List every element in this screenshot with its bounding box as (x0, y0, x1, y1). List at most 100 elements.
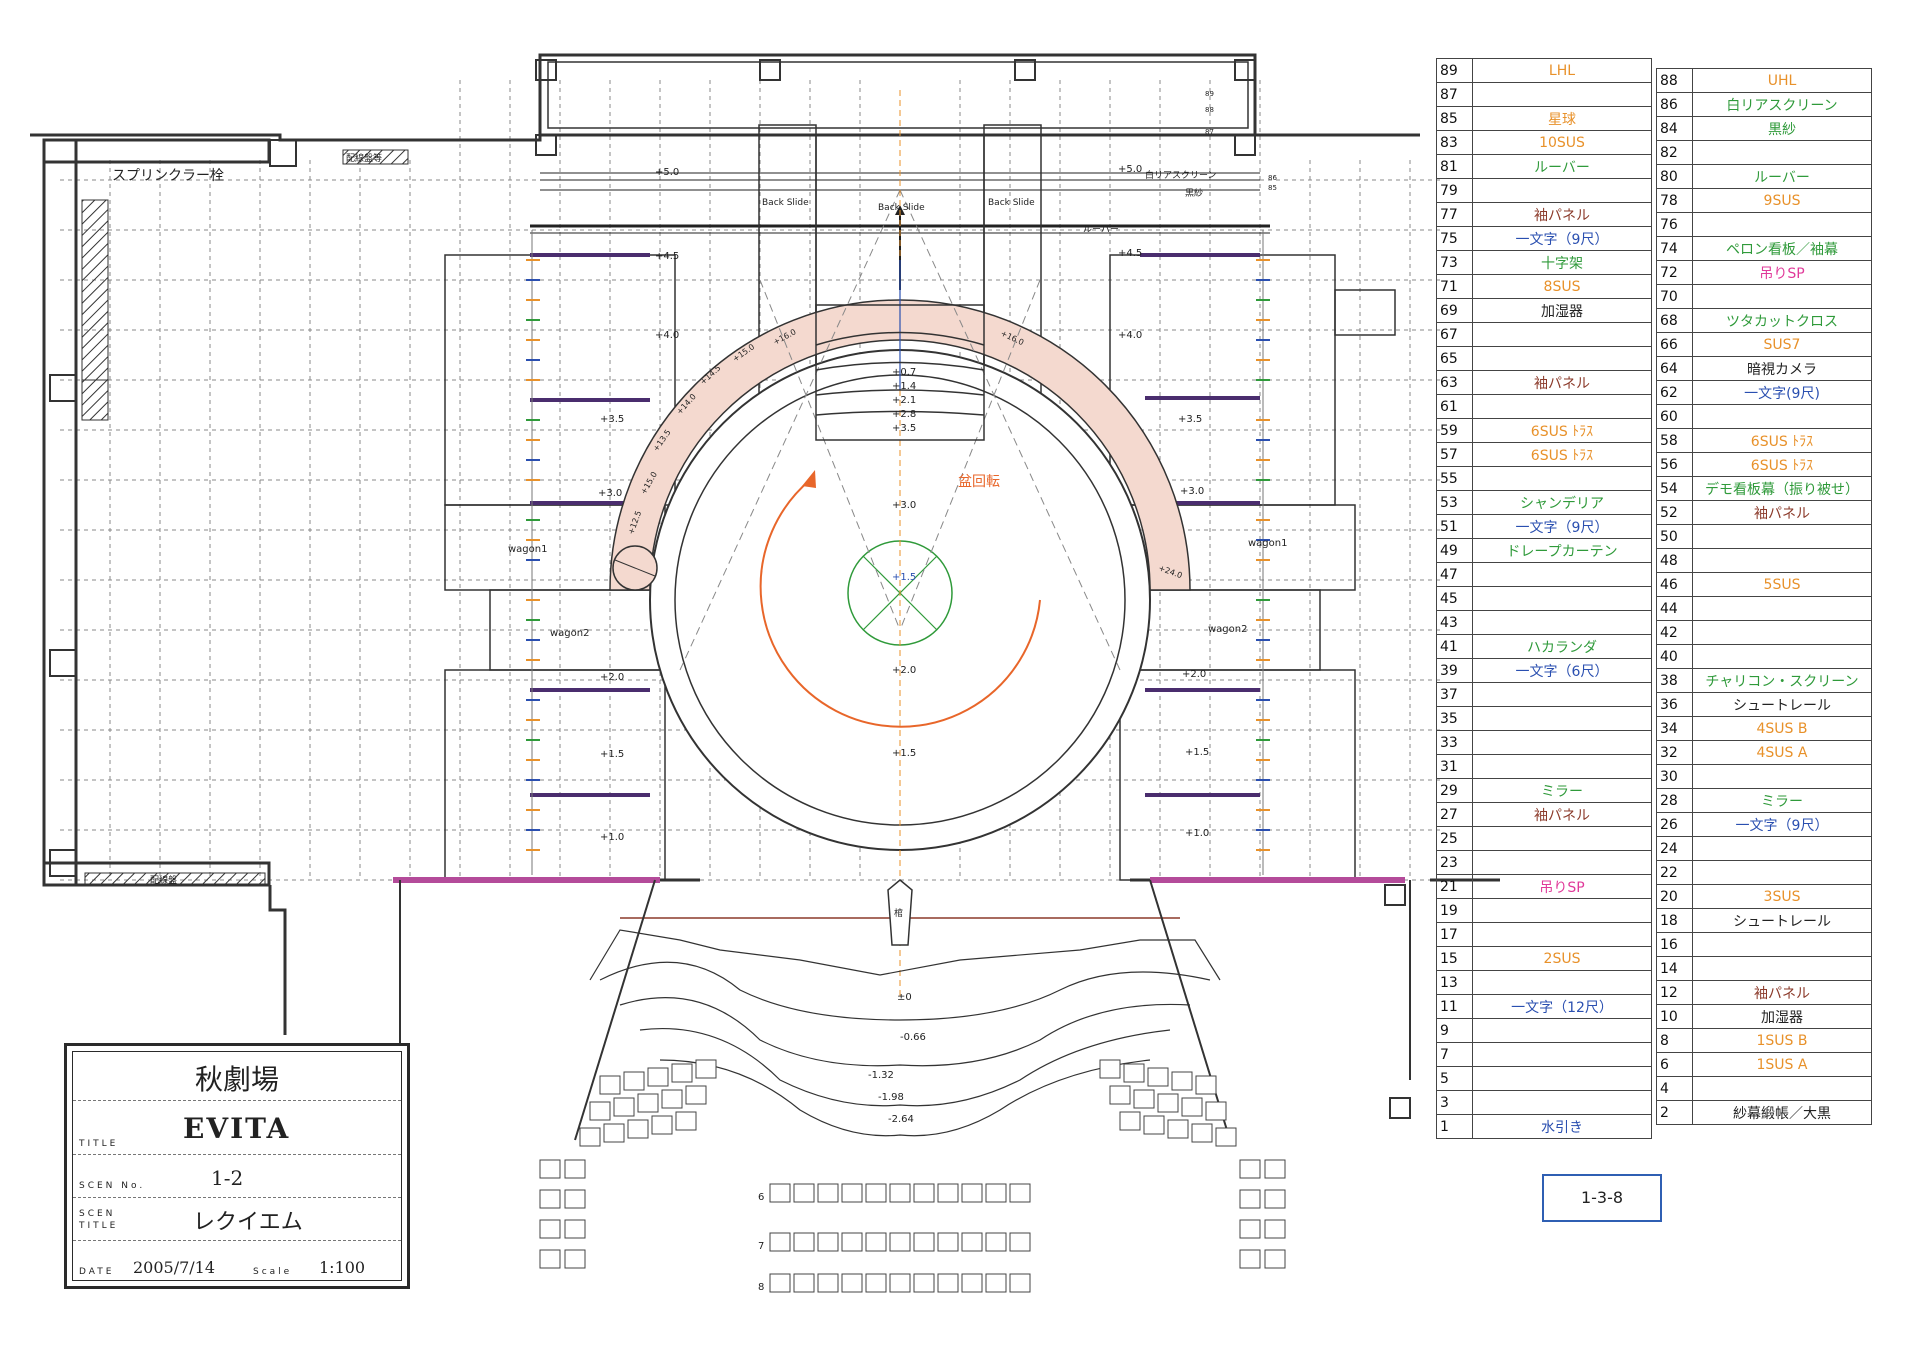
batten-label (1692, 764, 1872, 789)
batten-number: 29 (1436, 778, 1473, 803)
batten-row: 23 (1436, 850, 1652, 875)
batten-row: 31 (1436, 754, 1652, 779)
batten-row: 67 (1436, 322, 1652, 347)
zero-level: ±0 (897, 992, 912, 1003)
elev-left-35: +3.5 (600, 414, 624, 425)
batten-label: 白リアスクリーン (1692, 92, 1872, 117)
batten-number: 57 (1436, 442, 1473, 467)
batten-number: 81 (1436, 154, 1473, 179)
batten-label: 袖パネル (1472, 370, 1652, 395)
batten-number: 3 (1436, 1090, 1473, 1115)
pit-line-2 (619, 997, 1191, 1067)
batten-number: 1 (1436, 1114, 1473, 1139)
batten-number: 86 (1656, 92, 1693, 117)
stage-edge (589, 929, 1221, 981)
batten-label (1692, 620, 1872, 645)
batten-number: 55 (1436, 466, 1473, 491)
batten-number: 63 (1436, 370, 1473, 395)
scale-label: Scale (253, 1267, 293, 1277)
batten-number: 39 (1436, 658, 1473, 683)
batten-number: 49 (1436, 538, 1473, 563)
center-steps (815, 304, 985, 441)
batten-label: 一文字（6尺） (1472, 658, 1652, 683)
batten-row: 42 (1656, 620, 1872, 645)
batten-number: 42 (1656, 620, 1693, 645)
batten-number: 64 (1656, 356, 1693, 381)
batten-row: 13 (1436, 970, 1652, 995)
elev-right-40: +4.0 (1118, 330, 1142, 341)
hatched-strip-top (342, 149, 409, 165)
batten-label (1692, 932, 1872, 957)
batten-row: 79 (1436, 178, 1652, 203)
column-markers (49, 59, 1411, 1119)
batten-label: デモ看板幕（振り被せ） (1692, 476, 1872, 501)
batten-label (1472, 466, 1652, 491)
batten-number: 62 (1656, 380, 1693, 405)
batten-label (1472, 850, 1652, 875)
batten-number: 67 (1436, 322, 1473, 347)
batten-number: 53 (1436, 490, 1473, 515)
batten-label: シャンデリア (1472, 490, 1652, 515)
batten-number: 65 (1436, 346, 1473, 371)
rear-screen-label: 白リアスクリーン (1145, 169, 1217, 181)
batten-label: 十字架 (1472, 250, 1652, 275)
batten-label: 1SUS A (1692, 1052, 1872, 1077)
batten-label (1472, 682, 1652, 707)
batten-label: 水引き (1472, 1114, 1652, 1139)
batten-number: 71 (1436, 274, 1473, 299)
batten-number: 80 (1656, 164, 1693, 189)
batten-label: ミラー (1692, 788, 1872, 813)
batten-row: 87 (1436, 82, 1652, 107)
batten-label: ルーバー (1472, 154, 1652, 179)
batten-label: 一文字(9尺) (1692, 380, 1872, 405)
batten-label (1692, 404, 1872, 429)
house-level-066: -0.66 (900, 1032, 926, 1043)
batten-label (1472, 1066, 1652, 1091)
batten-label: 一文字（9尺） (1692, 812, 1872, 837)
batten-label: UHL (1692, 68, 1872, 93)
elev-left-20: +2.0 (600, 672, 624, 683)
batten-label: 3SUS (1692, 884, 1872, 909)
date-label: DATE (79, 1267, 115, 1277)
batten-number: 8 (1656, 1028, 1693, 1053)
batten-label: 加湿器 (1692, 1004, 1872, 1029)
batten-label (1472, 178, 1652, 203)
batten-label: ドレープカーテン (1472, 538, 1652, 563)
batten-row: 82 (1656, 140, 1872, 165)
batten-number: 6 (1656, 1052, 1693, 1077)
house-level-132: -1.32 (868, 1070, 894, 1081)
batten-label: 袖パネル (1692, 980, 1872, 1005)
batten-row: 22 (1656, 860, 1872, 885)
row-number-8: 8 (758, 1282, 764, 1293)
batten-label (1472, 706, 1652, 731)
axis-20: +2.0 (892, 665, 916, 676)
wagon2-left-label: wagon2 (550, 628, 589, 639)
batten-number: 75 (1436, 226, 1473, 251)
batten-number: 7 (1436, 1042, 1473, 1067)
batten-number: 38 (1656, 668, 1693, 693)
batten-label: 5SUS (1692, 572, 1872, 597)
row-number-6: 6 (758, 1192, 764, 1203)
batten-number: 87 (1436, 82, 1473, 107)
step-07: +0.7 (892, 367, 916, 378)
louver-label: ルーバー (1083, 224, 1119, 235)
batten-number: 61 (1436, 394, 1473, 419)
batten-label: 9SUS (1692, 188, 1872, 213)
batten-label (1472, 754, 1652, 779)
batten-number: 70 (1656, 284, 1693, 309)
batten-label: 1SUS B (1692, 1028, 1872, 1053)
batten-number: 23 (1436, 850, 1473, 875)
wagon1-left-label: wagon1 (508, 544, 547, 555)
